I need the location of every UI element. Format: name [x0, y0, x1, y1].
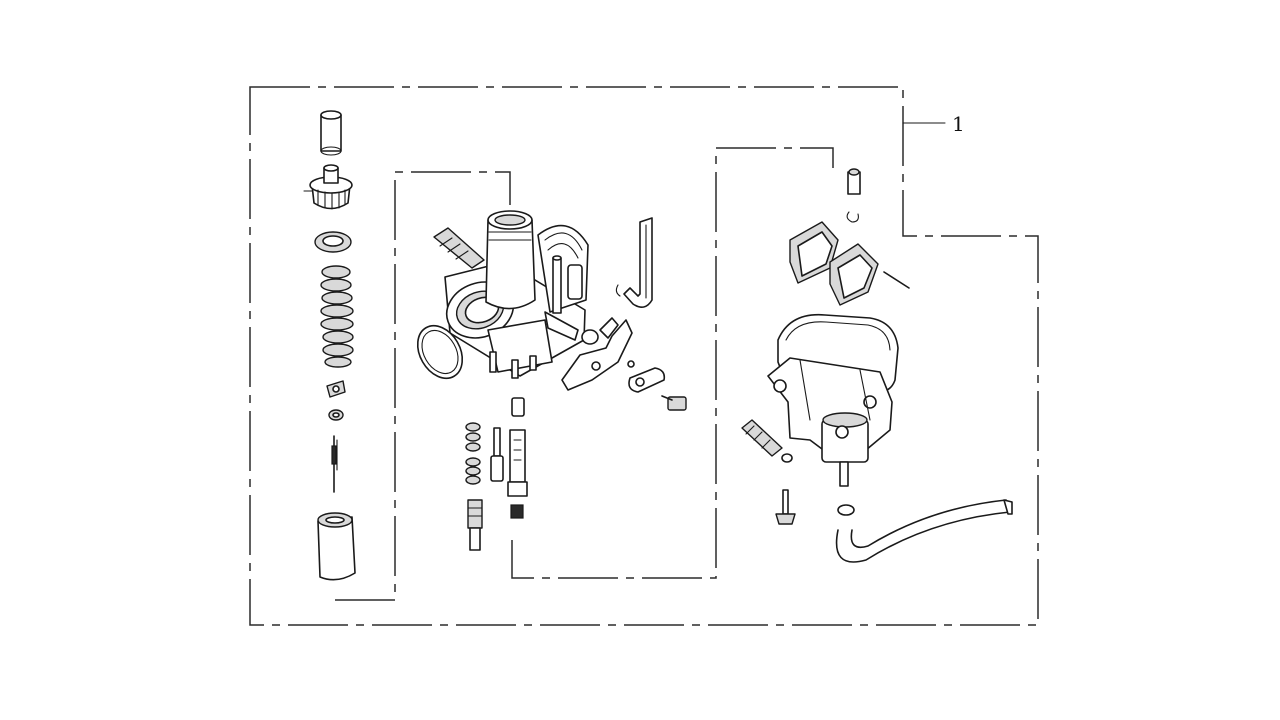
throttle-spring	[320, 265, 354, 368]
float-needle	[846, 168, 861, 223]
body-group-boundary	[335, 171, 511, 601]
drain-o-ring	[837, 504, 855, 516]
jet-needle	[331, 435, 338, 493]
top-gasket	[314, 231, 352, 253]
float-pin	[883, 271, 910, 289]
choke-lever-plate	[561, 317, 633, 391]
drain-hose	[835, 499, 1013, 563]
float	[789, 221, 879, 306]
assembly-boundary	[249, 86, 1039, 626]
link-plate	[628, 367, 666, 393]
callout-1: 1	[902, 112, 965, 136]
intake-o-ring	[416, 324, 464, 380]
pilot-air-screw	[433, 227, 485, 269]
float-bowl	[767, 313, 899, 487]
jet-set-left	[465, 422, 481, 485]
needle-clip	[328, 409, 344, 421]
float-group-boundary	[511, 147, 834, 579]
choke-linkage	[615, 217, 653, 308]
carburetor-body	[433, 210, 589, 379]
cable-adjuster-tube	[320, 110, 342, 156]
throttle-stack	[303, 110, 356, 581]
drain-screw	[741, 419, 793, 463]
bowl-screw	[775, 489, 796, 525]
link-screw	[661, 395, 687, 411]
top-cap	[303, 164, 353, 210]
main-jet-holder	[507, 397, 528, 519]
idle-screw	[467, 499, 483, 551]
callout-label-1: 1	[952, 112, 965, 136]
throttle-slide	[317, 512, 356, 581]
link-washer	[627, 360, 635, 368]
needle-retainer	[326, 380, 346, 398]
needle-jet	[490, 427, 504, 482]
